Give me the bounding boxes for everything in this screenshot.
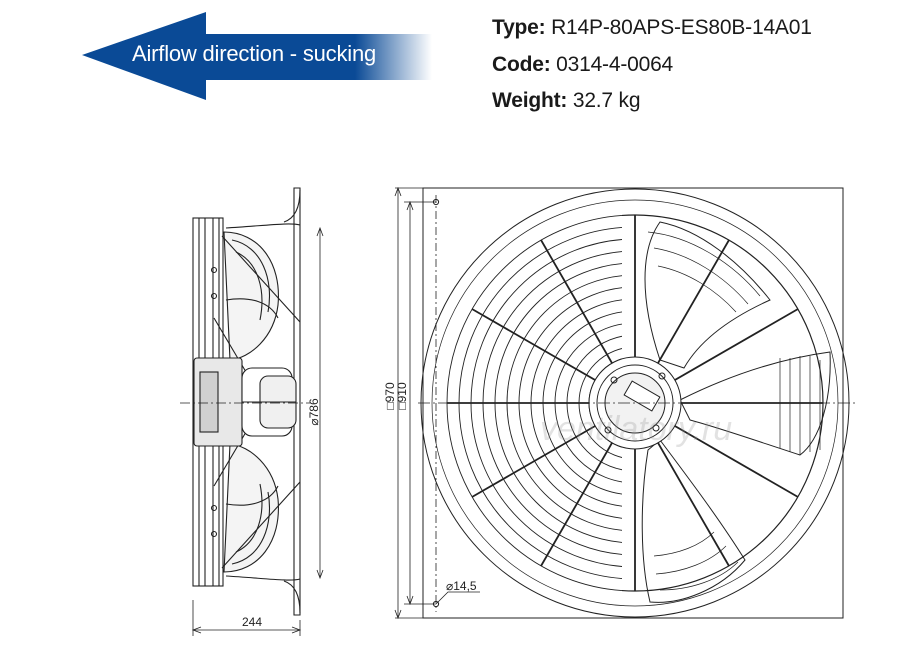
airflow-direction-label: Airflow direction - sucking	[132, 41, 377, 66]
watermark: ventilatory.ru	[540, 410, 733, 448]
spec-type-label: Type:	[492, 16, 546, 39]
airflow-direction-arrow: Airflow direction - sucking	[80, 10, 432, 104]
spec-code: Code: 0314-4-0064	[492, 53, 673, 77]
hole-dimension-label: ⌀14,5	[446, 579, 477, 593]
side-view-dimensions	[180, 226, 324, 636]
spec-code-value: 0314-4-0064	[556, 53, 674, 76]
diameter-dimension-label: ⌀786	[307, 398, 321, 426]
spec-type: Type: R14P-80APS-ES80B-14A01	[492, 16, 812, 40]
spec-weight: Weight: 32.7 kg	[492, 89, 641, 113]
spec-type-value: R14P-80APS-ES80B-14A01	[551, 16, 812, 39]
square-inner-dimension-label: □910	[395, 382, 409, 410]
square-outer-dimension-label: □970	[383, 382, 397, 410]
spec-weight-value: 32.7 kg	[572, 89, 641, 112]
front-view-dimensions	[394, 186, 858, 620]
spec-code-label: Code:	[492, 53, 551, 76]
spec-weight-label: Weight:	[492, 89, 568, 112]
width-dimension-label: 244	[242, 615, 262, 629]
fan-side-view	[192, 187, 301, 616]
arrow-left-icon	[82, 12, 432, 100]
